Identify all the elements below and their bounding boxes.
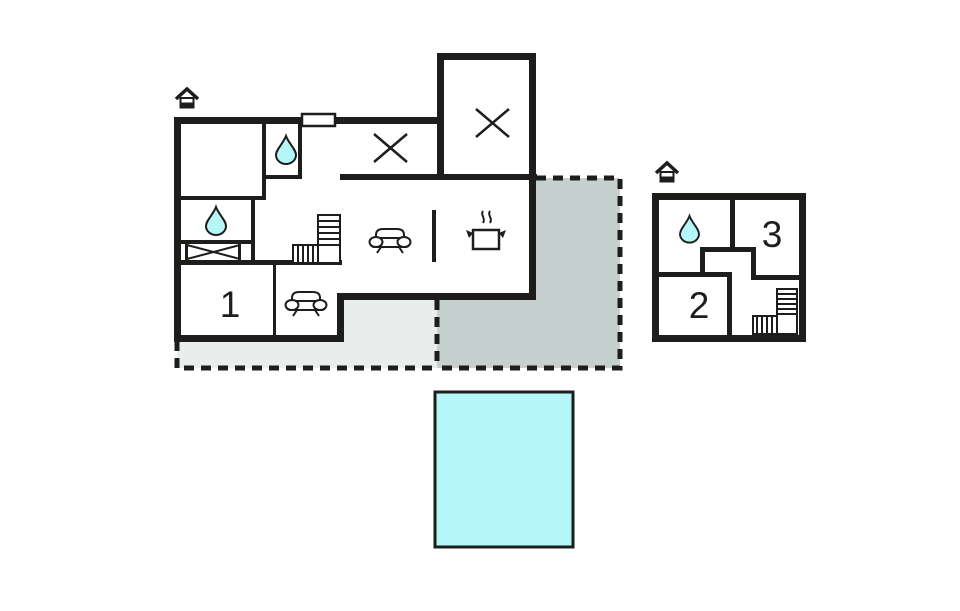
- sofa-icon-bedroom-annex: [284, 291, 328, 317]
- kitchen-partition-wall: [432, 210, 436, 262]
- terrace-areas: [174, 175, 623, 371]
- door-marker: [300, 112, 337, 128]
- room-2-label: 2: [689, 285, 710, 326]
- house-entrance-icon-main: [174, 86, 200, 109]
- upper-floor-interior-walls: [659, 200, 799, 335]
- crossed-box-marker: [185, 244, 241, 260]
- ground-floor-building: 1: [174, 53, 537, 342]
- water-drop-icon-upper-bathroom: [679, 213, 700, 244]
- upper-floor-outer-walls: [652, 193, 806, 342]
- terrace-dark-area: [437, 178, 620, 368]
- water-drop-icon-left-bathroom: [204, 204, 228, 237]
- water-drop-icon-top-bathroom: [274, 133, 298, 166]
- terrace-dark-dashed-border: [437, 175, 623, 371]
- cooking-pot-icon: [466, 210, 506, 251]
- room-1-label: 1: [220, 284, 241, 325]
- upper-floor-building: 2 3: [652, 193, 806, 342]
- swimming-pool: [433, 390, 575, 549]
- crossed-lines-marker-room-a: [373, 133, 408, 163]
- terrace-light-dashed-border: [174, 341, 437, 371]
- crossed-lines-marker-room-b: [475, 108, 510, 138]
- stairs-icon-upper: [752, 288, 798, 335]
- stairs-icon: [292, 214, 341, 264]
- terrace-light-area: [177, 297, 437, 368]
- ground-floor-interior-walls: [177, 121, 537, 335]
- sofa-icon-living-room: [368, 228, 412, 254]
- room-3-label: 3: [762, 214, 783, 255]
- house-entrance-icon-upper: [654, 160, 680, 183]
